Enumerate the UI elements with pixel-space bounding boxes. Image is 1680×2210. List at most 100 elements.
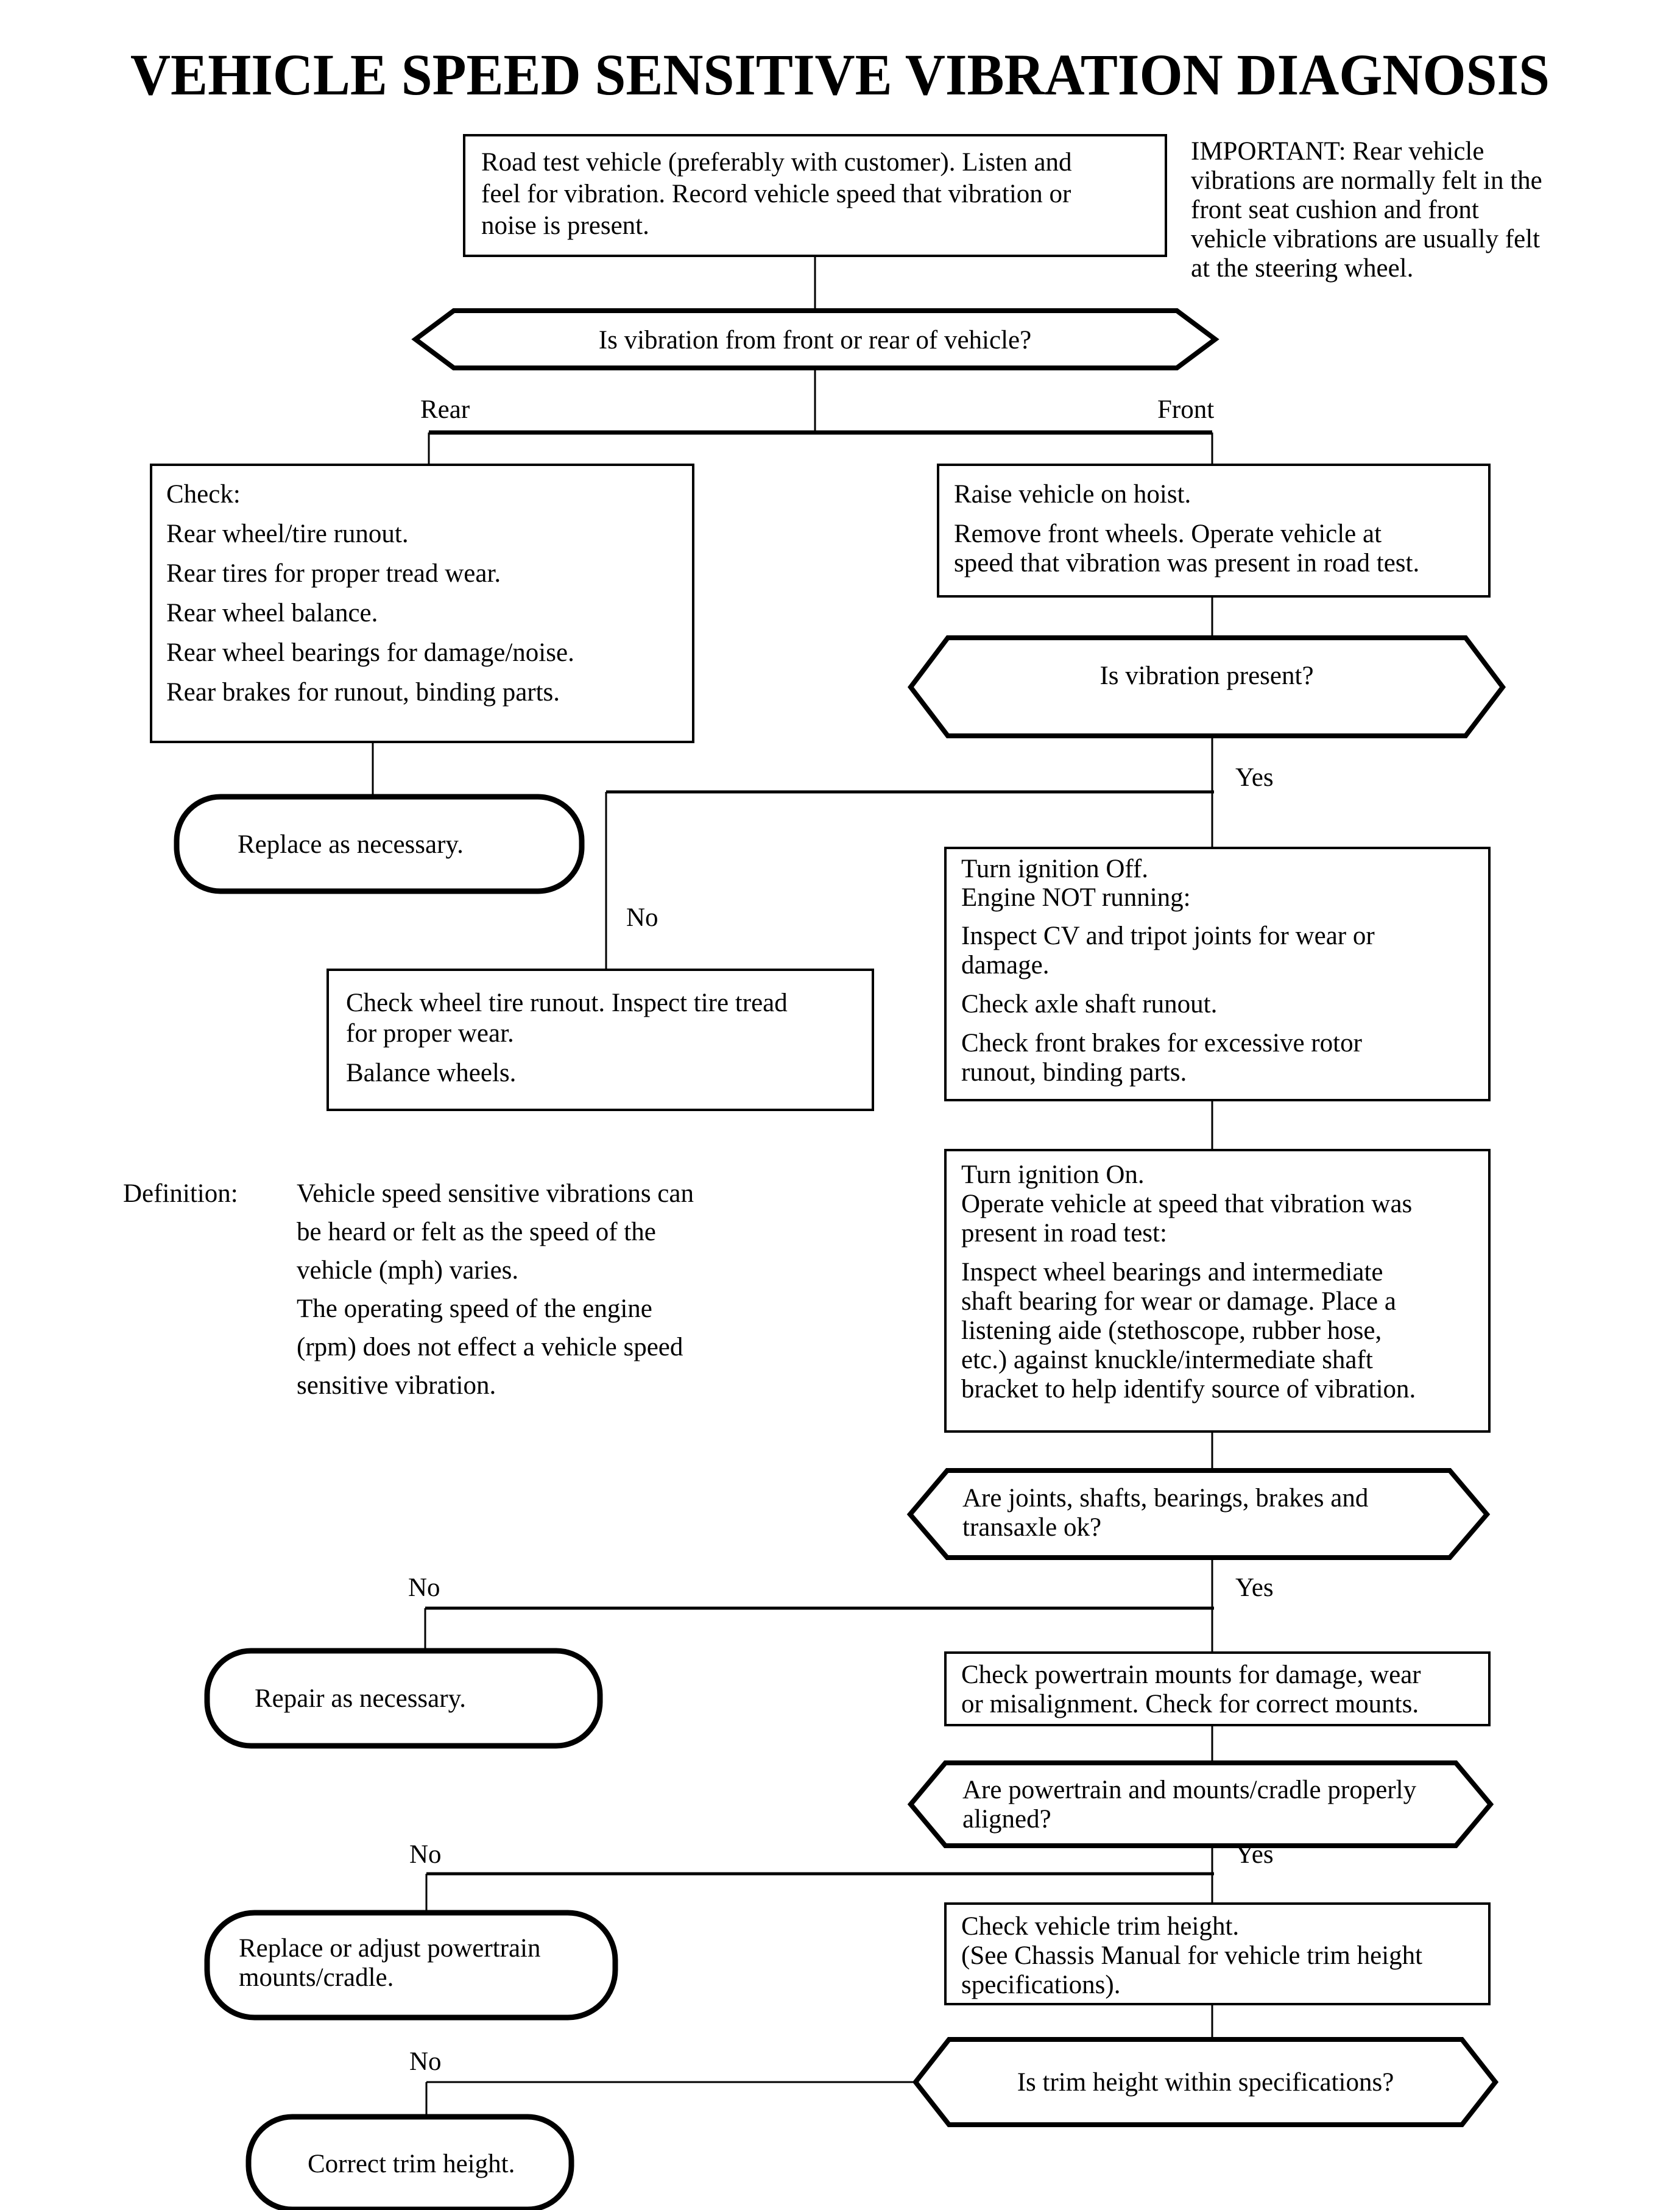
node-ignition-off-line-1: Turn ignition Off. <box>961 855 1148 883</box>
node-mounts-aligned-hexagon[interactable] <box>907 1760 1494 1848</box>
definition-block: Definition: Vehicle speed sensitive vibr… <box>123 1179 694 1400</box>
node-joints-ok-line-2: transaxle ok? <box>962 1513 1101 1542</box>
node-check-mounts[interactable]: Check powertrain mounts for damage, wear… <box>944 1651 1491 1726</box>
node-replace-as-necessary[interactable]: Replace as necessary. <box>174 794 585 894</box>
node-ignition-on-line-3: present in road test: <box>961 1219 1167 1248</box>
node-check-wheel-runout-box[interactable] <box>326 969 874 1111</box>
node-vibration-present-hexagon[interactable] <box>907 635 1506 738</box>
edge-label-vibpresent-yes: Yes <box>1235 763 1274 792</box>
node-raise-vehicle-line-3: speed that vibration was present in road… <box>954 549 1419 577</box>
node-front-or-rear-line-1: Is vibration from front or rear of vehic… <box>599 326 1031 355</box>
node-ignition-on-line-8: bracket to help identify source of vibra… <box>961 1375 1416 1403</box>
node-replace-mounts-shape[interactable] <box>204 1910 618 2021</box>
node-replace-as-necessary-shape[interactable] <box>174 794 585 894</box>
edge-label-vibpresent-no: No <box>626 903 658 932</box>
node-repair-as-necessary-line-1: Repair as necessary. <box>255 1684 466 1713</box>
node-raise-vehicle-box[interactable] <box>937 464 1491 598</box>
node-joints-ok-line-1: Are joints, shafts, bearings, brakes and <box>962 1484 1368 1513</box>
node-mounts-aligned-line-2: aligned? <box>962 1805 1051 1834</box>
edge-label-aligned-no: No <box>409 1840 442 1869</box>
node-trim-within-spec[interactable]: Is trim height within specifications? <box>912 2037 1499 2127</box>
node-rear-check[interactable]: Check: Rear wheel/tire runout. Rear tire… <box>150 464 694 743</box>
node-ignition-off-box[interactable] <box>944 847 1491 1101</box>
node-repair-as-necessary[interactable]: Repair as necessary. <box>204 1648 603 1749</box>
node-ignition-on-line-5: shaft bearing for wear or damage. Place … <box>961 1287 1396 1316</box>
node-road-test-line-2: feel for vibration. Record vehicle speed… <box>481 180 1071 208</box>
connectors <box>372 256 1214 2117</box>
node-rear-check-box[interactable] <box>150 464 694 743</box>
definition-line-6: sensitive vibration. <box>297 1371 496 1400</box>
node-front-or-rear-hexagon[interactable] <box>411 308 1219 370</box>
definition-line-5: (rpm) does not effect a vehicle speed <box>297 1333 683 1361</box>
node-vibration-present[interactable]: Is vibration present? <box>907 635 1506 738</box>
edge-label-jointsok-no: No <box>408 1573 440 1602</box>
node-joints-ok-hexagon[interactable] <box>906 1468 1491 1560</box>
node-rear-check-line-2: Rear wheel/tire runout. <box>166 520 409 548</box>
definition-line-2: be heard or felt as the speed of the <box>297 1218 656 1246</box>
node-correct-trim-height-line-1: Correct trim height. <box>308 2150 515 2178</box>
important-note-line-2: vibrations are normally felt in the <box>1191 166 1542 195</box>
node-road-test-line-3: noise is present. <box>481 211 649 240</box>
important-note: IMPORTANT: Rear vehicle vibrations are n… <box>1191 137 1542 283</box>
node-mounts-aligned-line-1: Are powertrain and mounts/cradle properl… <box>962 1776 1417 1804</box>
node-replace-mounts-line-1: Replace or adjust powertrain <box>239 1934 541 1963</box>
node-road-test-box[interactable] <box>463 134 1167 257</box>
node-raise-vehicle-line-2: Remove front wheels. Operate vehicle at <box>954 520 1382 548</box>
edge-label-trimspec-no: No <box>409 2047 442 2076</box>
node-check-wheel-runout[interactable]: Check wheel tire runout. Inspect tire tr… <box>326 969 874 1111</box>
node-check-wheel-runout-line-2: for proper wear. <box>346 1019 514 1048</box>
node-ignition-off-line-2: Engine NOT running: <box>961 883 1191 912</box>
node-check-trim-height-line-2: (See Chassis Manual for vehicle trim hei… <box>961 1941 1422 1970</box>
node-road-test-line-1: Road test vehicle (preferably with custo… <box>481 148 1072 177</box>
edge-label-aligned-yes: Yes <box>1235 1840 1274 1869</box>
important-note-line-1: IMPORTANT: Rear vehicle <box>1191 137 1484 166</box>
node-ignition-off-line-5: Check axle shaft runout. <box>961 990 1217 1019</box>
node-ignition-on-line-4: Inspect wheel bearings and intermediate <box>961 1258 1383 1287</box>
node-correct-trim-height-shape[interactable] <box>245 2114 574 2210</box>
node-check-mounts-line-1: Check powertrain mounts for damage, wear <box>961 1661 1421 1689</box>
edge-label-jointsok-yes: Yes <box>1235 1573 1274 1602</box>
important-note-line-3: front seat cushion and front <box>1191 196 1479 224</box>
node-ignition-on-line-1: Turn ignition On. <box>961 1160 1145 1189</box>
definition-line-3: vehicle (mph) varies. <box>297 1256 518 1285</box>
node-rear-check-line-4: Rear wheel balance. <box>166 599 378 627</box>
node-front-or-rear[interactable]: Is vibration from front or rear of vehic… <box>411 308 1219 370</box>
node-check-wheel-runout-line-3: Balance wheels. <box>346 1059 516 1087</box>
node-rear-check-line-5: Rear wheel bearings for damage/noise. <box>166 638 574 667</box>
node-road-test[interactable]: Road test vehicle (preferably with custo… <box>463 134 1167 257</box>
node-check-mounts-box[interactable] <box>944 1651 1491 1726</box>
node-check-trim-height[interactable]: Check vehicle trim height. (See Chassis … <box>944 1902 1491 2005</box>
node-trim-within-spec-line-1: Is trim height within specifications? <box>1017 2068 1394 2097</box>
node-joints-ok[interactable]: Are joints, shafts, bearings, brakes and… <box>906 1468 1491 1560</box>
node-ignition-off-line-6: Check front brakes for excessive rotor <box>961 1029 1362 1057</box>
important-note-line-4: vehicle vibrations are usually felt <box>1191 225 1540 253</box>
node-vibration-present-line-1: Is vibration present? <box>1099 662 1313 690</box>
node-check-mounts-line-2: or misalignment. Check for correct mount… <box>961 1690 1419 1718</box>
node-ignition-off-line-7: runout, binding parts. <box>961 1058 1187 1087</box>
node-rear-check-line-1: Check: <box>166 480 241 509</box>
important-note-line-5: at the steering wheel. <box>1191 254 1413 283</box>
node-ignition-on-line-7: etc.) against knuckle/intermediate shaft <box>961 1346 1373 1374</box>
node-correct-trim-height[interactable]: Correct trim height. <box>245 2114 574 2210</box>
page-title: VEHICLE SPEED SENSITIVE VIBRATION DIAGNO… <box>130 42 1550 107</box>
node-check-trim-height-box[interactable] <box>944 1902 1491 2005</box>
node-check-wheel-runout-line-1: Check wheel tire runout. Inspect tire tr… <box>346 989 788 1017</box>
node-repair-as-necessary-shape[interactable] <box>204 1648 603 1749</box>
node-replace-as-necessary-line-1: Replace as necessary. <box>238 830 464 859</box>
node-check-trim-height-line-1: Check vehicle trim height. <box>961 1912 1239 1941</box>
node-mounts-aligned[interactable]: Are powertrain and mounts/cradle properl… <box>907 1760 1494 1848</box>
edge-label-rear: Rear <box>420 395 470 424</box>
definition-label: Definition: <box>123 1179 238 1208</box>
node-raise-vehicle[interactable]: Raise vehicle on hoist. Remove front whe… <box>937 464 1491 598</box>
node-rear-check-line-3: Rear tires for proper tread wear. <box>166 559 501 588</box>
node-ignition-off-line-4: damage. <box>961 951 1049 980</box>
node-replace-mounts[interactable]: Replace or adjust powertrain mounts/crad… <box>204 1910 618 2021</box>
node-trim-within-spec-hexagon[interactable] <box>912 2037 1499 2127</box>
node-ignition-on[interactable]: Turn ignition On. Operate vehicle at spe… <box>944 1149 1491 1433</box>
definition-line-4: The operating speed of the engine <box>297 1294 652 1323</box>
node-ignition-off[interactable]: Turn ignition Off. Engine NOT running: I… <box>944 847 1491 1101</box>
node-raise-vehicle-line-1: Raise vehicle on hoist. <box>954 480 1191 509</box>
node-ignition-on-box[interactable] <box>944 1149 1491 1433</box>
node-ignition-off-line-3: Inspect CV and tripot joints for wear or <box>961 922 1375 950</box>
